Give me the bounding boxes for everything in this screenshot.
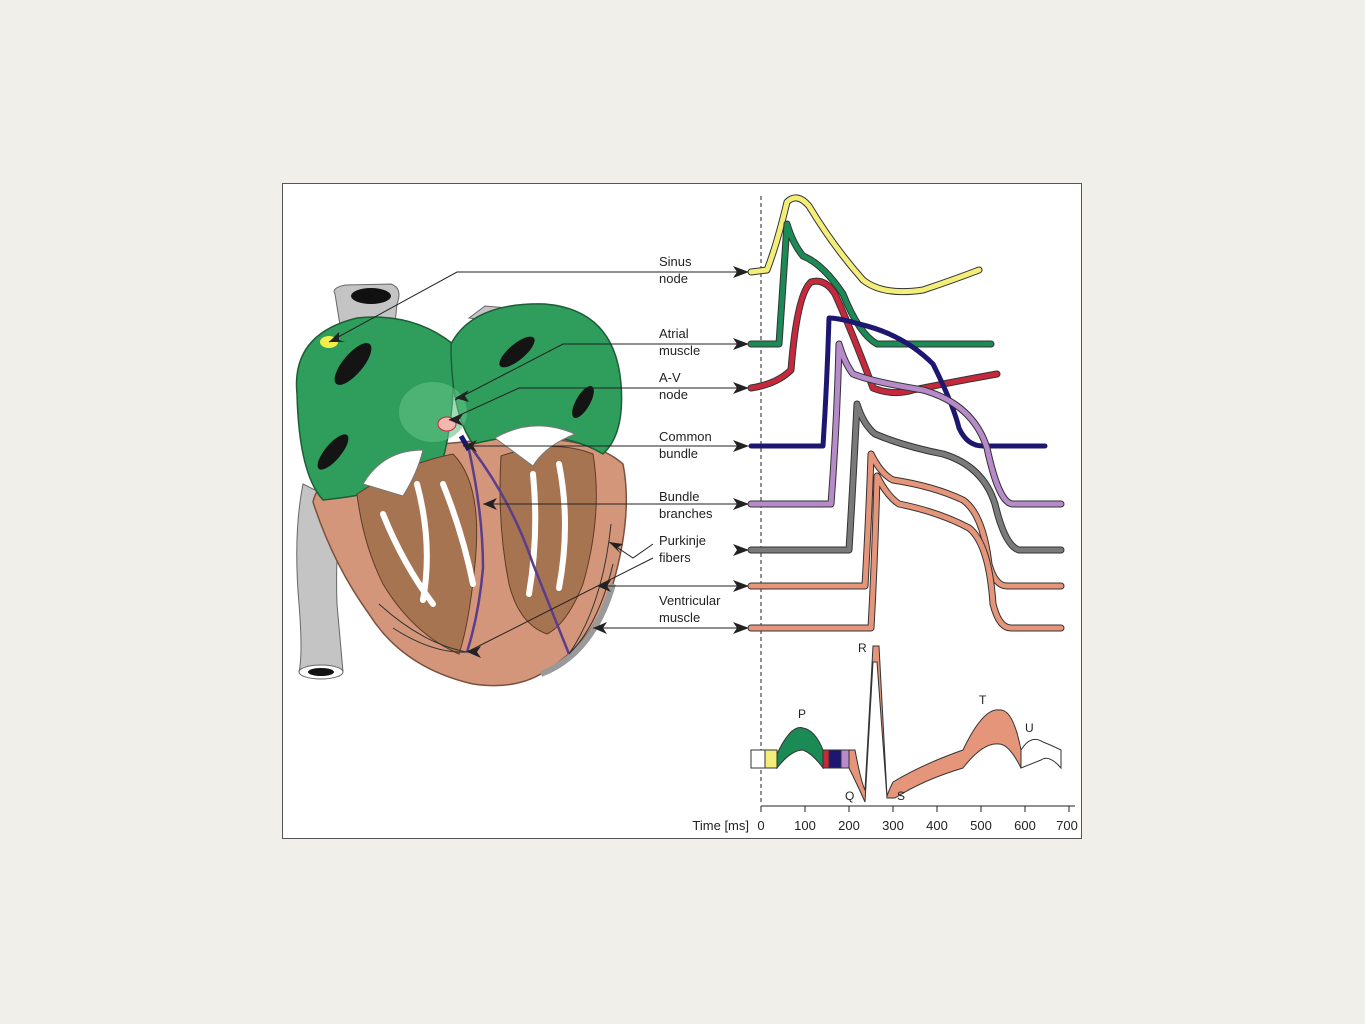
arrow-icon: [455, 390, 469, 402]
ecg-u-wave: [1020, 738, 1062, 770]
label-av-line2: node: [659, 387, 688, 402]
time-tick: 300: [882, 818, 904, 833]
right-ventricle-cavity: [356, 453, 478, 655]
label-atrial-line1: Atrial: [659, 326, 689, 341]
time-tick: 100: [794, 818, 816, 833]
label-atrial-line2: muscle: [659, 343, 700, 358]
arrow-icon: [593, 622, 607, 634]
arrow-icon: [733, 622, 749, 634]
trace-common-bundle: [748, 315, 1048, 449]
heart-illustration: [295, 283, 628, 687]
time-tick: 0: [757, 818, 764, 833]
time-tick: 600: [1014, 818, 1036, 833]
action-potential-traces: [747, 194, 1065, 632]
label-common-line1: Common: [659, 429, 712, 444]
leader-av: [448, 387, 741, 421]
label-purkinje-line1: Purkinje: [659, 533, 706, 548]
arrow-icon: [329, 332, 345, 342]
label-bundle-line1: Bundle: [659, 489, 699, 504]
ecg-trace: P Q R S T U: [750, 641, 1062, 803]
leader-purkinje-b: [466, 557, 654, 653]
atrial-opening-icon: [334, 343, 372, 385]
arrow-icon: [733, 382, 749, 394]
arrowheads: [329, 266, 749, 658]
cardiac-conduction-figure: Sinus node Atrial muscle A-V node Common…: [295, 194, 1078, 833]
arrow-icon: [733, 440, 749, 452]
leader-atrial: [454, 343, 741, 401]
ecg-label-s: S: [897, 789, 905, 803]
vena-cava-opening-icon: [351, 288, 391, 304]
bundle-branches-path: [465, 449, 571, 655]
leader-lines: [328, 271, 741, 653]
time-tick: 200: [838, 818, 860, 833]
purkinje-fibers-path: [378, 523, 614, 655]
ecg-label-p: P: [798, 707, 806, 721]
label-sinus-line2: node: [659, 271, 688, 286]
structure-labels: Sinus node Atrial muscle A-V node Common…: [659, 254, 721, 625]
label-bundle-line2: branches: [659, 506, 713, 521]
arrow-icon: [733, 580, 749, 592]
ecg-p-wave: [776, 727, 824, 770]
ecg-qrs-t-complex: [848, 645, 1022, 803]
trace-purkinje-fibers: [747, 400, 1065, 554]
tricuspid-valve: [362, 449, 424, 497]
label-purkinje-line2: fibers: [659, 550, 691, 565]
leader-sinus: [328, 271, 741, 343]
ecg-label-u: U: [1025, 721, 1034, 735]
arrow-icon: [463, 440, 477, 452]
time-tick: 700: [1056, 818, 1078, 833]
ecg-label-t: T: [979, 693, 987, 707]
time-axis: Time [ms] 0 100 200 300 400 500 600 700: [692, 805, 1078, 833]
label-ventricular-line2: muscle: [659, 610, 700, 625]
label-ventricular-line1: Ventricular: [659, 593, 721, 608]
arrow-icon: [597, 580, 611, 592]
time-tick: 500: [970, 818, 992, 833]
arrow-icon: [733, 544, 749, 556]
time-tick: 400: [926, 818, 948, 833]
arrow-icon: [733, 266, 749, 278]
ecg-label-r: R: [858, 641, 867, 655]
arrow-icon: [449, 414, 463, 426]
label-av-line1: A-V: [659, 370, 681, 385]
arrow-icon: [733, 498, 749, 510]
ecg-label-q: Q: [845, 789, 854, 803]
arrow-icon: [609, 542, 623, 554]
trace-ventricular-muscle-1: [747, 450, 1065, 590]
time-axis-label: Time [ms]: [692, 818, 749, 833]
arrow-icon: [483, 498, 497, 510]
arrow-icon: [467, 646, 481, 658]
label-sinus-line1: Sinus: [659, 254, 692, 269]
figure-frame: Sinus node Atrial muscle A-V node Common…: [282, 183, 1082, 839]
label-common-line2: bundle: [659, 446, 698, 461]
left-ventricle-cavity: [499, 446, 597, 635]
arrow-icon: [733, 338, 749, 350]
